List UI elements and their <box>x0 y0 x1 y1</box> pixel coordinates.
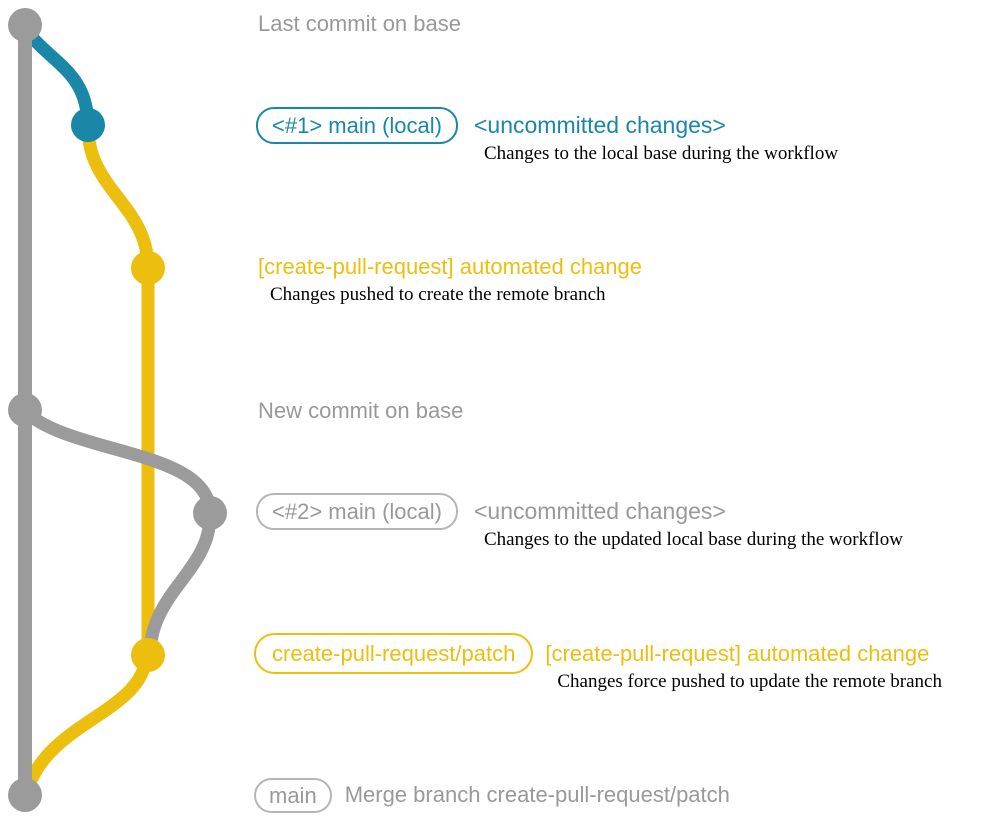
automated-commit-message-2: [create-pull-request] automated change <box>545 641 930 666</box>
automated-2-description: Changes force pushed to update the remot… <box>557 671 942 693</box>
local-1-description: Changes to the local base during the wor… <box>483 143 839 165</box>
patch-notes: [create-pull-request] automated change C… <box>545 633 942 694</box>
branch-badge-main: main <box>254 778 332 814</box>
branch-edge-local2-to-auto2 <box>143 515 217 653</box>
commit-node-automated-commit-2 <box>131 638 165 672</box>
row-automated-change-1: [create-pull-request] automated change C… <box>258 254 642 307</box>
row-new-commit: New commit on base <box>258 398 463 424</box>
automated-commit-message-1: [create-pull-request] automated change <box>258 254 643 279</box>
row-merge: main Merge branch create-pull-request/pa… <box>254 778 730 814</box>
branch-badge-create-pull-request-patch: create-pull-request/patch <box>254 633 534 675</box>
local-2-description: Changes to the updated local base during… <box>483 529 903 551</box>
branch-edge-local1-to-auto1 <box>81 126 155 269</box>
local-2-notes: <uncommitted changes> Changes to the upd… <box>474 493 903 552</box>
commit-node-local-commit-2 <box>193 496 227 530</box>
commit-node-merge-commit <box>8 778 42 812</box>
local-1-notes: <uncommitted changes> Changes to the loc… <box>474 107 838 166</box>
automated-1-description: Changes pushed to create the remote bran… <box>270 284 606 306</box>
commit-node-last-commit-on-base <box>8 8 42 42</box>
branch-badge-main-local-1: <#1> main (local) <box>256 107 458 145</box>
branch-edge-base-to-local2 <box>22 407 217 514</box>
row-last-commit: Last commit on base <box>258 11 461 37</box>
uncommitted-changes-annotation-1: <uncommitted changes> <box>473 112 726 138</box>
last-commit-label: Last commit on base <box>258 11 461 36</box>
commit-node-local-commit-1 <box>71 108 105 142</box>
branch-edge-auto2-to-merge <box>21 656 153 791</box>
commit-node-automated-commit-1 <box>131 251 165 285</box>
row-local-2: <#2> main (local) <uncommitted changes> … <box>256 493 903 552</box>
row-local-1: <#1> main (local) <uncommitted changes> … <box>256 107 838 166</box>
new-commit-label: New commit on base <box>258 398 464 423</box>
row-patch-branch: create-pull-request/patch [create-pull-r… <box>254 633 942 694</box>
commit-node-new-commit-on-base <box>8 393 42 427</box>
branch-badge-main-local-2: <#2> main (local) <box>256 493 458 531</box>
uncommitted-changes-annotation-2: <uncommitted changes> <box>473 498 726 524</box>
merge-commit-label: Merge branch create-pull-request/patch <box>344 782 730 808</box>
